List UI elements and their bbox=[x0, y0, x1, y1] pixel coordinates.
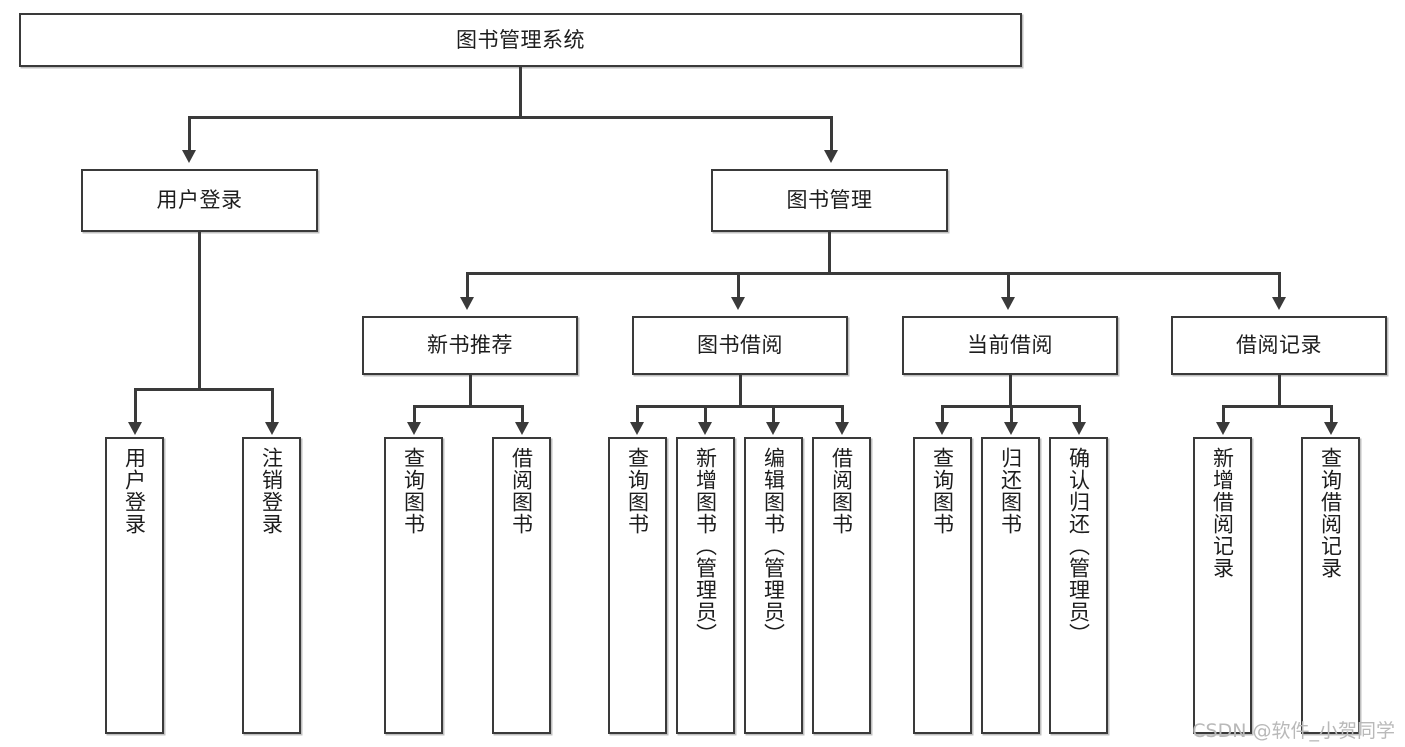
node-borrow-record-label: 借阅记录 bbox=[1236, 333, 1322, 358]
node-leaf-query-book-3[interactable]: 查询图书 bbox=[913, 437, 972, 734]
node-leaf-add-book-label: 新增图书（管理员） bbox=[693, 447, 718, 645]
node-leaf-user-login[interactable]: 用户登录 bbox=[105, 437, 164, 734]
connector-borrow-record-stem bbox=[1278, 375, 1281, 407]
node-root[interactable]: 图书管理系统 bbox=[19, 13, 1022, 67]
node-leaf-query-record[interactable]: 查询借阅记录 bbox=[1301, 437, 1360, 734]
arrowhead-leaf-query-book-3 bbox=[935, 422, 949, 435]
node-leaf-borrow-book-2[interactable]: 借阅图书 bbox=[812, 437, 871, 734]
node-leaf-confirm-return[interactable]: 确认归还（管理员） bbox=[1049, 437, 1108, 734]
node-leaf-add-record-label: 新增借阅记录 bbox=[1210, 447, 1235, 579]
node-leaf-query-book-1-label: 查询图书 bbox=[401, 447, 426, 535]
csdn-watermark: CSDN @软件_小贺同学 bbox=[1192, 720, 1395, 742]
node-book-manage-label: 图书管理 bbox=[786, 188, 873, 213]
connector-current-borrow-stem bbox=[1009, 375, 1012, 407]
connector-user-login-bus bbox=[134, 388, 273, 391]
node-leaf-confirm-return-label: 确认归还（管理员） bbox=[1066, 447, 1091, 645]
connector-user-login-leaf-2 bbox=[271, 388, 274, 423]
node-leaf-query-book-2-label: 查询图书 bbox=[625, 447, 650, 535]
arrowhead-leaf-user-logout bbox=[265, 422, 279, 435]
arrowhead-leaf-query-book-2 bbox=[630, 422, 644, 435]
node-book-manage[interactable]: 图书管理 bbox=[711, 169, 948, 232]
node-leaf-query-record-label: 查询借阅记录 bbox=[1318, 447, 1343, 579]
node-current-borrow-label: 当前借阅 bbox=[967, 333, 1053, 358]
connector-new-book-rec-stem bbox=[469, 375, 472, 407]
arrowhead-leaf-add-book bbox=[698, 422, 712, 435]
arrowhead-borrow-record bbox=[1272, 297, 1286, 310]
connector-book-manage-bus bbox=[466, 272, 1280, 275]
node-leaf-query-book-1[interactable]: 查询图书 bbox=[384, 437, 443, 734]
arrowhead-leaf-query-record bbox=[1324, 422, 1338, 435]
arrowhead-leaf-edit-book bbox=[766, 422, 780, 435]
node-new-book-rec[interactable]: 新书推荐 bbox=[362, 316, 578, 375]
node-leaf-add-book[interactable]: 新增图书（管理员） bbox=[676, 437, 735, 734]
connector-to-current-borrow bbox=[1007, 272, 1010, 298]
arrowhead-leaf-confirm-return bbox=[1072, 422, 1086, 435]
node-book-borrow[interactable]: 图书借阅 bbox=[632, 316, 848, 375]
node-leaf-return-book-label: 归还图书 bbox=[998, 447, 1023, 535]
connector-book-borrow-bus bbox=[636, 405, 843, 408]
arrowhead-leaf-borrow-book-2 bbox=[835, 422, 849, 435]
node-new-book-rec-label: 新书推荐 bbox=[427, 333, 513, 358]
node-current-borrow[interactable]: 当前借阅 bbox=[902, 316, 1118, 375]
arrowhead-leaf-return-book bbox=[1004, 422, 1018, 435]
node-leaf-add-record[interactable]: 新增借阅记录 bbox=[1193, 437, 1252, 734]
arrowhead-book-borrow bbox=[731, 297, 745, 310]
connector-new-book-rec-leaf-1 bbox=[413, 405, 416, 423]
connector-book-borrow-stem bbox=[739, 375, 742, 407]
connector-borrow-record-leaf-2 bbox=[1330, 405, 1333, 423]
node-leaf-user-logout-label: 注销登录 bbox=[259, 447, 284, 535]
node-leaf-borrow-book-2-label: 借阅图书 bbox=[829, 447, 854, 535]
arrowhead-book-manage bbox=[824, 150, 838, 163]
node-book-borrow-label: 图书借阅 bbox=[697, 333, 783, 358]
connector-to-book-borrow bbox=[737, 272, 740, 298]
connector-root-stem bbox=[519, 67, 522, 117]
connector-to-new-book-rec bbox=[466, 272, 469, 298]
connector-user-login-stem bbox=[198, 232, 201, 390]
connector-current-borrow-leaf-3 bbox=[1078, 405, 1081, 423]
connector-root-bus bbox=[188, 116, 832, 119]
node-leaf-borrow-book-1[interactable]: 借阅图书 bbox=[492, 437, 551, 734]
connector-book-manage-stem bbox=[828, 232, 831, 274]
connector-to-book-manage bbox=[830, 116, 833, 151]
node-borrow-record[interactable]: 借阅记录 bbox=[1171, 316, 1387, 375]
node-leaf-borrow-book-1-label: 借阅图书 bbox=[509, 447, 534, 535]
node-leaf-user-logout[interactable]: 注销登录 bbox=[242, 437, 301, 734]
connector-book-borrow-leaf-1 bbox=[636, 405, 639, 423]
connector-borrow-record-bus bbox=[1222, 405, 1332, 408]
arrowhead-leaf-borrow-book-1 bbox=[515, 422, 529, 435]
arrowhead-new-book-rec bbox=[460, 297, 474, 310]
node-leaf-query-book-2[interactable]: 查询图书 bbox=[608, 437, 667, 734]
node-leaf-user-login-label: 用户登录 bbox=[122, 447, 147, 535]
connector-to-user-login bbox=[188, 116, 191, 151]
connector-user-login-leaf-1 bbox=[134, 388, 137, 423]
node-root-label: 图书管理系统 bbox=[456, 27, 585, 52]
arrowhead-leaf-user-login bbox=[128, 422, 142, 435]
node-leaf-edit-book[interactable]: 编辑图书（管理员） bbox=[744, 437, 803, 734]
connector-book-borrow-leaf-4 bbox=[841, 405, 844, 423]
arrowhead-user-login bbox=[182, 150, 196, 163]
connector-new-book-rec-bus bbox=[413, 405, 523, 408]
connector-current-borrow-leaf-2 bbox=[1010, 405, 1013, 423]
node-user-login[interactable]: 用户登录 bbox=[81, 169, 318, 232]
node-leaf-edit-book-label: 编辑图书（管理员） bbox=[761, 447, 786, 645]
node-leaf-return-book[interactable]: 归还图书 bbox=[981, 437, 1040, 734]
node-user-login-label: 用户登录 bbox=[156, 188, 243, 213]
connector-current-borrow-leaf-1 bbox=[941, 405, 944, 423]
connector-new-book-rec-leaf-2 bbox=[521, 405, 524, 423]
node-leaf-query-book-3-label: 查询图书 bbox=[930, 447, 955, 535]
arrowhead-current-borrow bbox=[1001, 297, 1015, 310]
arrowhead-leaf-query-book-1 bbox=[407, 422, 421, 435]
connector-book-borrow-leaf-2 bbox=[704, 405, 707, 423]
connector-borrow-record-leaf-1 bbox=[1222, 405, 1225, 423]
arrowhead-leaf-add-record bbox=[1216, 422, 1230, 435]
connector-to-borrow-record bbox=[1278, 272, 1281, 298]
connector-book-borrow-leaf-3 bbox=[772, 405, 775, 423]
